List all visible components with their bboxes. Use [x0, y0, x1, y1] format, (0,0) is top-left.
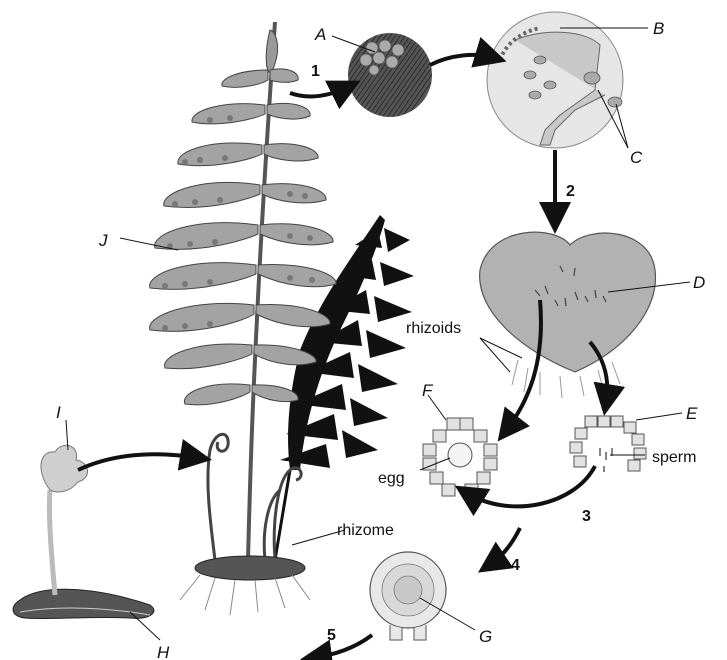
- arrow-1: [290, 86, 350, 97]
- arrow-young-to-adult: [78, 454, 200, 470]
- embryo: [370, 552, 446, 640]
- label-H: H: [157, 643, 170, 660]
- step-1: 1: [311, 63, 320, 80]
- label-egg: egg: [378, 470, 405, 487]
- label-D: D: [693, 273, 705, 292]
- young-sporophyte: [13, 445, 154, 618]
- label-A: A: [314, 25, 326, 44]
- archegonium: [423, 418, 497, 496]
- label-C: C: [630, 148, 643, 167]
- step-5: 5: [327, 627, 336, 644]
- step-4: 4: [511, 557, 520, 574]
- label-sperm: sperm: [652, 449, 696, 466]
- sorus-closeup: [348, 33, 432, 117]
- arrow-1b: [430, 55, 495, 65]
- main-frond: [150, 22, 336, 560]
- label-B: B: [653, 19, 664, 38]
- label-rhizome: rhizome: [337, 522, 394, 539]
- label-E: E: [686, 404, 698, 423]
- label-J: J: [98, 231, 108, 250]
- step-3: 3: [582, 508, 591, 525]
- rhizome: [180, 556, 310, 615]
- sporangium-closeup: [487, 12, 623, 148]
- fiddleheads: [208, 434, 301, 560]
- prothallus: [480, 232, 656, 398]
- label-rhizoids: rhizoids: [406, 320, 461, 337]
- arrow-5: [312, 635, 372, 658]
- label-G: G: [479, 627, 492, 646]
- antheridium: [570, 416, 646, 472]
- label-F: F: [422, 381, 434, 400]
- step-2: 2: [566, 183, 575, 200]
- label-I: I: [56, 403, 61, 422]
